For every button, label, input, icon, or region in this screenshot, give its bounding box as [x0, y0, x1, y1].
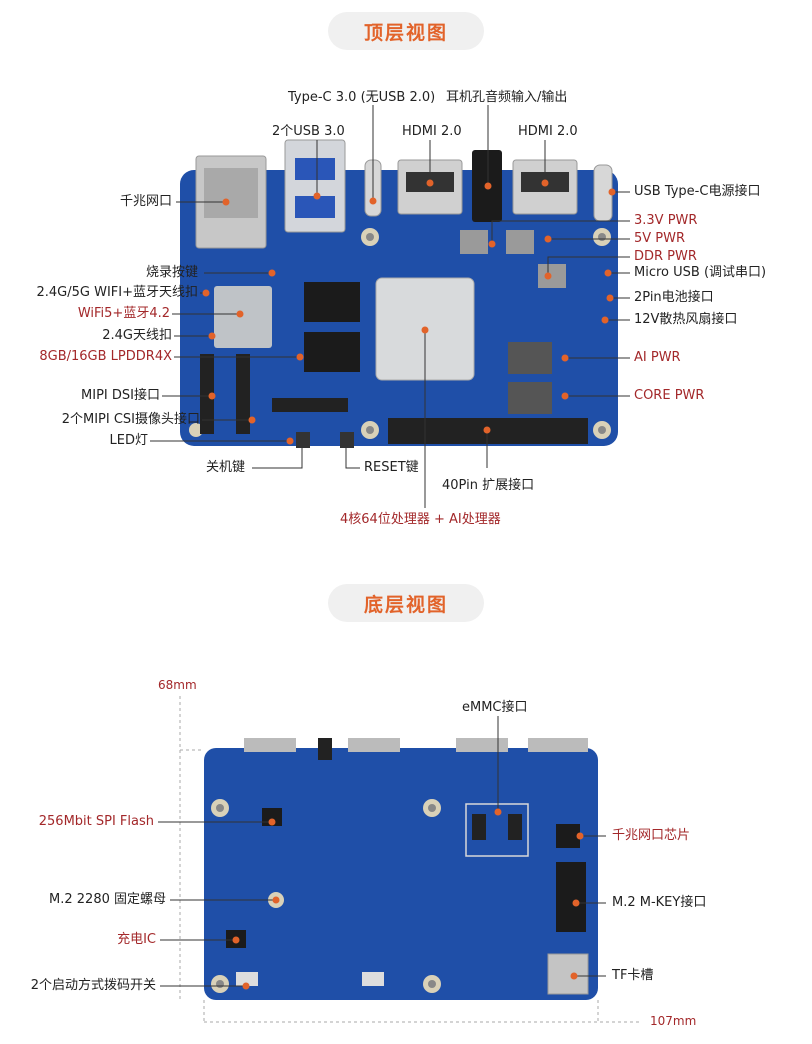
- top-board: [180, 139, 618, 448]
- label-micro-usb: Micro USB (调试串口): [634, 265, 767, 280]
- label-wifi-chip: WiFi5+蓝牙4.2: [77, 306, 170, 321]
- label-boot-switch: 2个启动方式拨码开关: [30, 978, 156, 993]
- label-fan: 12V散热风扇接口: [634, 312, 738, 327]
- label-usb-power: USB Type-C电源接口: [634, 184, 761, 199]
- label-power-key: 关机键: [206, 460, 246, 475]
- label-pwr-5: 5V PWR: [634, 231, 686, 246]
- label-hdmi-b: HDMI 2.0: [518, 124, 578, 139]
- bottom-board: [179, 696, 640, 1023]
- label-pwr-33: 3.3V PWR: [634, 213, 698, 228]
- label-core-pwr: CORE PWR: [634, 388, 705, 403]
- top-leader-lines: [150, 105, 630, 508]
- label-tf-slot: TF卡槽: [612, 968, 654, 983]
- label-lpddr: 8GB/16GB LPDDR4X: [39, 349, 172, 364]
- bottom-view-title: 底层视图: [328, 584, 484, 622]
- label-m2-mkey: M.2 M-KEY接口: [612, 895, 707, 910]
- label-emmc: eMMC接口: [462, 700, 528, 715]
- label-mipi-dsi: MIPI DSI接口: [81, 388, 160, 403]
- label-flash-key: 烧录按键: [145, 265, 198, 280]
- label-gpio40: 40Pin 扩展接口: [442, 478, 535, 493]
- label-spi-flash: 256Mbit SPI Flash: [38, 814, 154, 829]
- label-hdmi-a: HDMI 2.0: [402, 124, 462, 139]
- label-24g-antenna: 2.4G天线扣: [102, 328, 172, 343]
- label-wifi-antenna: 2.4G/5G WIFI+蓝牙天线扣: [36, 285, 199, 300]
- label-gbe-chip: 千兆网口芯片: [612, 828, 691, 843]
- top-view-title: 顶层视图: [328, 12, 484, 50]
- bottom-leader-lines: [158, 716, 606, 987]
- label-ai-pwr: AI PWR: [634, 350, 681, 365]
- label-usb30: 2个USB 3.0: [272, 124, 345, 139]
- label-ddr-pwr: DDR PWR: [634, 249, 697, 264]
- label-width-dimension: 107mm: [650, 1014, 697, 1028]
- label-reset-key: RESET键: [364, 460, 419, 475]
- label-battery: 2Pin电池接口: [634, 290, 714, 305]
- label-ethernet: 千兆网口: [119, 194, 172, 209]
- label-m2-nut: M.2 2280 固定螺母: [49, 892, 166, 907]
- label-cpu: 4核64位处理器 + AI处理器: [340, 512, 501, 527]
- label-typec30: Type-C 3.0 (无USB 2.0): [288, 90, 436, 105]
- callout-dots: [202, 179, 616, 990]
- label-led: LED灯: [109, 433, 148, 448]
- label-charge-ic: 充电IC: [117, 932, 156, 947]
- label-audio-jack: 耳机孔音频输入/输出: [446, 90, 568, 105]
- label-mipi-csi: 2个MIPI CSI摄像头接口: [61, 412, 200, 427]
- label-height-dimension: 68mm: [158, 678, 197, 692]
